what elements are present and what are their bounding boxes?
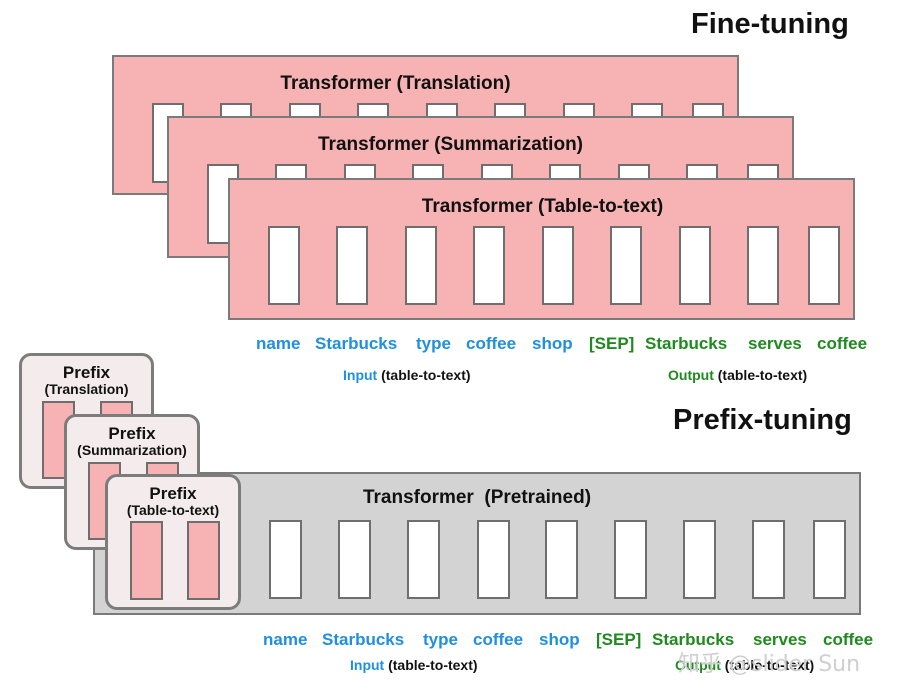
prefix-table-to-text-title: Prefix <box>149 484 197 503</box>
input-token: Starbucks <box>315 334 398 353</box>
watermark: 知乎 @slider Sun <box>678 652 861 677</box>
sep-token: [SEP] <box>589 334 635 353</box>
input-caption-word: Input <box>343 367 378 383</box>
prefix-vector <box>187 521 220 600</box>
output-caption-detail: (table-to-text) <box>717 367 808 383</box>
prefix-vector <box>130 521 163 600</box>
token-slot <box>268 226 300 305</box>
prefix-summarization-subtitle: (Summarization) <box>77 441 187 458</box>
transformer-table-to-text-title: Transformer (Table-to-text) <box>421 196 664 217</box>
token-slot <box>679 226 711 305</box>
token-slot <box>808 226 840 305</box>
transformer-summarization-title: Transformer (Summarization) <box>318 134 583 155</box>
token-slot <box>683 520 716 599</box>
output-caption: Output (table-to-text) <box>675 657 814 673</box>
transformer-pretrained-title: Transformer (Pretrained) <box>362 487 592 508</box>
input-caption: Input (table-to-text) <box>343 367 471 383</box>
token-slot <box>545 520 578 599</box>
token-slot <box>747 226 779 305</box>
input-caption: Input (table-to-text) <box>350 657 478 673</box>
output-token: Starbucks <box>652 630 735 649</box>
token-slot <box>336 226 368 305</box>
token-slot <box>405 226 437 305</box>
prefix-translation-title: Prefix <box>62 363 111 382</box>
input-caption-detail: (table-to-text) <box>388 657 478 673</box>
input-token: name <box>263 630 308 649</box>
output-caption-word: Output <box>675 657 721 673</box>
input-caption-word: Input <box>350 657 385 673</box>
input-token: shop <box>532 334 573 353</box>
token-slot <box>269 520 302 599</box>
input-token: coffee <box>466 334 517 353</box>
prefix-tuning-heading: Prefix-tuning <box>673 404 852 436</box>
input-token: type <box>423 630 458 649</box>
input-caption-detail: (table-to-text) <box>381 367 471 383</box>
transformer-table-to-text-panel: Transformer (Table-to-text) <box>228 178 855 320</box>
sep-token: [SEP] <box>596 630 642 649</box>
input-token: coffee <box>473 630 524 649</box>
prefix-table-to-text-box: Prefix (Table-to-text) <box>105 474 241 610</box>
transformer-translation-title: Transformer (Translation) <box>280 73 511 94</box>
output-token: serves <box>748 334 802 353</box>
input-token: shop <box>539 630 580 649</box>
fine-tuning-heading: Fine-tuning <box>691 8 849 40</box>
output-caption-detail: (table-to-text) <box>724 657 815 673</box>
input-token: name <box>256 334 301 353</box>
token-slot <box>338 520 371 599</box>
output-token: coffee <box>823 630 874 649</box>
input-token: Starbucks <box>322 630 405 649</box>
input-token: type <box>416 334 451 353</box>
prefix-translation-subtitle: (Translation) <box>44 380 129 397</box>
token-slot <box>813 520 846 599</box>
token-slot <box>614 520 647 599</box>
output-token: serves <box>753 630 807 649</box>
token-slot <box>610 226 642 305</box>
output-caption: Output (table-to-text) <box>668 367 807 383</box>
token-slot <box>542 226 574 305</box>
output-token: Starbucks <box>645 334 728 353</box>
token-slot <box>477 520 510 599</box>
prefix-summarization-title: Prefix <box>108 424 156 443</box>
token-slot <box>752 520 785 599</box>
token-slot <box>473 226 505 305</box>
output-token: coffee <box>817 334 868 353</box>
output-caption-word: Output <box>668 367 714 383</box>
prefix-table-to-text-subtitle: (Table-to-text) <box>126 501 220 518</box>
token-slot <box>407 520 440 599</box>
